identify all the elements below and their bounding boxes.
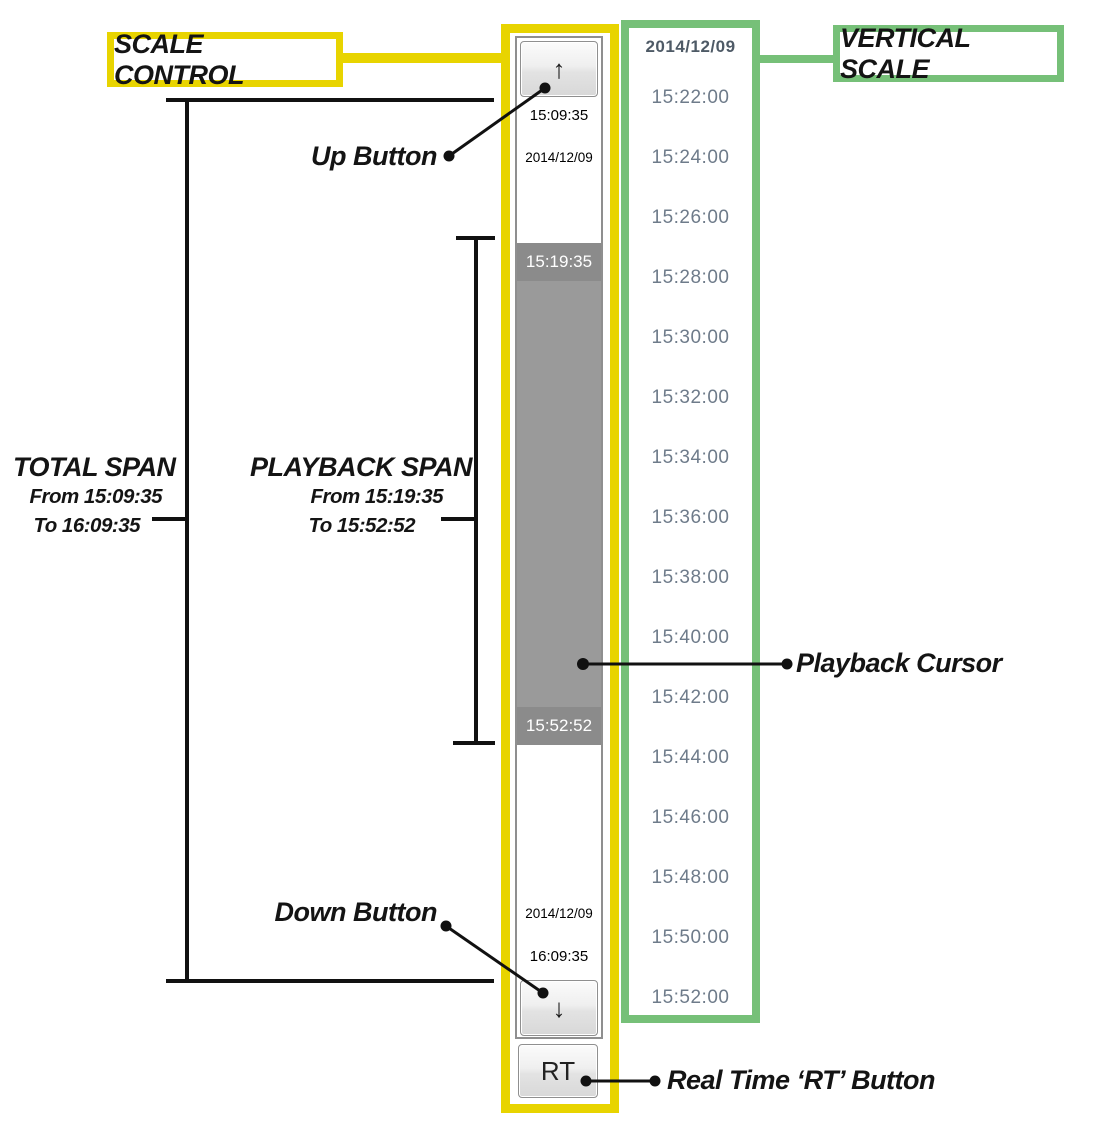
- playback-cursor-label-dot: [781, 658, 793, 670]
- playback-span-from: From 15:19:35: [310, 485, 443, 508]
- playback-span-thumb[interactable]: 15:19:35 15:52:52: [517, 243, 601, 745]
- playback-span-to: To 15:52:52: [308, 514, 415, 537]
- total-span-start-time: 15:09:35: [529, 107, 589, 124]
- scale-control-callout-label: SCALE CONTROL: [114, 28, 244, 90]
- down-button-leader-dot: [440, 920, 452, 932]
- up-button-leader-dot: [443, 150, 455, 162]
- vertical-scale-date: 2014/12/09: [645, 37, 736, 56]
- vertical-scale-panel: 2014/12/09 15:22:00 15:24:00 15:26:00 15:28…: [621, 20, 760, 1023]
- down-arrow-icon: ↓: [552, 992, 566, 1023]
- vertical-scale-tick: 15:28:00: [651, 267, 730, 288]
- playback-span-title: PLAYBACK SPAN: [250, 452, 473, 482]
- up-arrow-icon: ↑: [552, 53, 566, 84]
- total-span-to: To 16:09:35: [33, 514, 140, 537]
- scale-control-track[interactable]: ↑ 15:09:35 2014/12/09 15:19:35 15:52:52 …: [515, 36, 603, 1039]
- vertical-scale-tick: 15:50:00: [651, 927, 730, 948]
- total-span-bracket-top: [166, 98, 494, 102]
- vertical-scale-tick: 15:24:00: [651, 147, 730, 168]
- total-span-start-date: 2014/12/09: [525, 150, 593, 165]
- up-button[interactable]: ↑: [520, 41, 598, 97]
- vertical-scale-tick: 15:36:00: [651, 507, 730, 528]
- vertical-scale-tick: 15:38:00: [651, 567, 730, 588]
- playback-span-end-time: 15:52:52: [517, 707, 601, 745]
- vertical-scale-tick: 15:52:00: [651, 987, 730, 1008]
- playback-span-start-time: 15:19:35: [517, 243, 601, 281]
- vertical-scale-ticks: 15:22:00 15:24:00 15:26:00 15:28:00 15:30:00…: [629, 28, 752, 1015]
- total-span-title: TOTAL SPAN: [13, 452, 176, 482]
- up-button-callout-label: Up Button: [311, 141, 437, 171]
- playback-cursor-callout-label: Playback Cursor: [796, 648, 1002, 678]
- total-span-bracket-vertical: [185, 98, 189, 983]
- total-span-from: From 15:09:35: [29, 485, 162, 508]
- real-time-button[interactable]: RT: [518, 1044, 598, 1098]
- vertical-scale-tick: 15:48:00: [651, 867, 730, 888]
- vertical-scale-connector-line: [759, 55, 834, 63]
- total-span-bracket-tick: [152, 517, 187, 521]
- down-button[interactable]: ↓: [520, 980, 598, 1036]
- real-time-button-label: RT: [540, 1055, 576, 1086]
- vertical-scale-tick: 15:32:00: [651, 387, 730, 408]
- playback-span-bracket-bottom: [453, 741, 495, 745]
- vertical-scale-tick: 15:40:00: [651, 627, 730, 648]
- vertical-scale-tick: 15:34:00: [651, 447, 730, 468]
- total-span-end-time: 16:09:35: [529, 948, 589, 965]
- vertical-scale-tick: 15:46:00: [651, 807, 730, 828]
- down-button-callout-label: Down Button: [274, 897, 438, 927]
- total-span-end-date: 2014/12/09: [525, 906, 593, 921]
- playback-span-bracket-tick: [441, 517, 475, 521]
- real-time-button-callout-label: Real Time ‘RT’ Button: [667, 1065, 936, 1095]
- total-span-label-block: TOTAL SPAN From 15:09:35 To 16:09:35: [13, 452, 176, 540]
- vertical-scale-tick: 15:30:00: [651, 327, 730, 348]
- scale-control-callout: SCALE CONTROL: [107, 29, 343, 90]
- playback-span-bracket-vertical: [474, 236, 478, 745]
- total-span-bracket-bottom: [166, 979, 494, 983]
- vertical-scale-callout-label: VERTICAL SCALE: [840, 22, 971, 84]
- real-time-button-label-dot: [649, 1075, 661, 1087]
- vertical-scale-tick: 15:42:00: [651, 687, 730, 708]
- vertical-scale-tick: 15:26:00: [651, 207, 730, 228]
- vertical-scale-tick: 15:22:00: [651, 87, 730, 108]
- playback-span-label-block: PLAYBACK SPAN From 15:19:35 To 15:52:52: [250, 452, 473, 540]
- vertical-scale-tick: 15:44:00: [651, 747, 730, 768]
- scale-control-connector-line: [340, 53, 502, 63]
- vertical-scale-callout: VERTICAL SCALE: [833, 22, 1064, 84]
